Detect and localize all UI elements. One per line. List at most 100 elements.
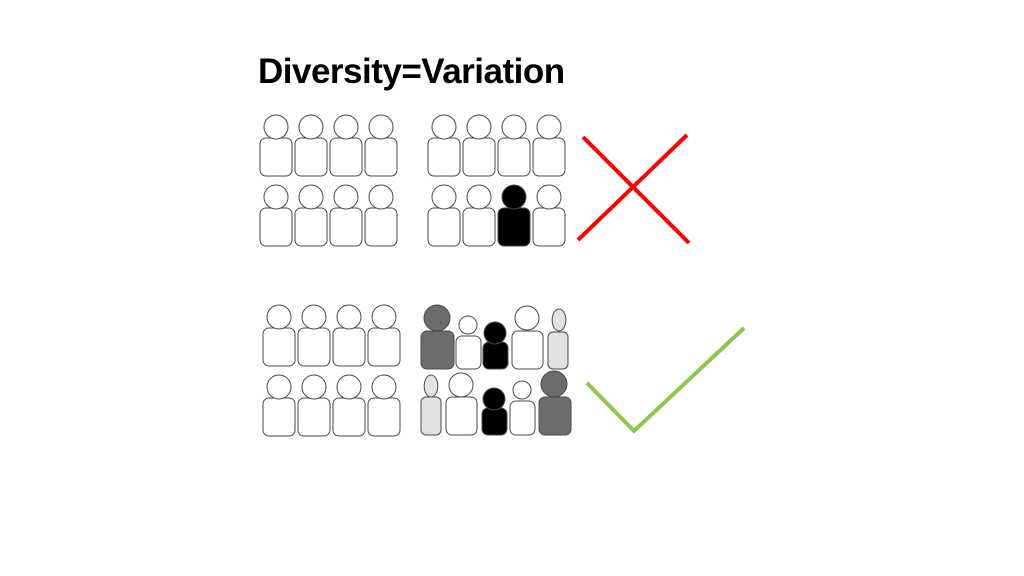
person-body (364, 137, 398, 177)
person-head (501, 114, 527, 140)
person-body (297, 397, 331, 437)
row1-comparison-person-7 (532, 184, 566, 247)
person-head (466, 184, 492, 210)
row2-uniform-person-4 (262, 374, 296, 437)
person-body (547, 331, 569, 370)
row2-diverse-person-3 (511, 305, 544, 370)
person-head (336, 374, 362, 400)
person-head (423, 304, 451, 332)
row1-uniform-person-5 (294, 184, 328, 247)
person-body (532, 137, 566, 177)
person-body (420, 330, 455, 370)
person-head (514, 305, 540, 331)
row1-comparison-person-2 (497, 114, 531, 177)
person-body (462, 207, 496, 247)
person-body (481, 407, 508, 436)
person-head (448, 372, 474, 398)
slide-title: Diversity=Variation (258, 52, 565, 91)
row1-comparison-person-3 (532, 114, 566, 177)
row2-diverse-person-6 (445, 372, 478, 436)
person-head (333, 114, 359, 140)
row2-diverse-person-4 (547, 308, 569, 370)
row1-comparison-person-0 (427, 114, 461, 177)
person-body (364, 207, 398, 247)
row1-uniform-person-3 (364, 114, 398, 177)
person-body (509, 400, 536, 436)
row1-comparison-person-5 (462, 184, 496, 247)
row2-diverse-person-9 (538, 370, 572, 436)
row2-diverse-person-1 (455, 315, 482, 370)
checkmark-icon (585, 326, 746, 434)
person-body (367, 397, 401, 437)
row2-uniform-person-3 (367, 304, 401, 367)
person-head (266, 374, 292, 400)
row1-uniform-person-1 (294, 114, 328, 177)
person-body (455, 335, 482, 370)
person-head (263, 114, 289, 140)
person-body (332, 397, 366, 437)
person-body (329, 137, 363, 177)
person-head (298, 114, 324, 140)
person-body (420, 396, 442, 436)
person-head (483, 321, 507, 345)
person-head (333, 184, 359, 210)
person-body (259, 137, 293, 177)
person-body (294, 207, 328, 247)
person-head (501, 184, 527, 210)
person-body (538, 396, 572, 436)
row2-diverse-person-5 (420, 374, 442, 436)
person-head (371, 374, 397, 400)
person-body (445, 396, 478, 436)
person-body (294, 137, 328, 177)
cross-icon (576, 133, 691, 245)
person-head (423, 374, 439, 398)
person-head (298, 184, 324, 210)
checkmark-stroke (585, 326, 746, 434)
row2-uniform-person-5 (297, 374, 331, 437)
row2-uniform-person-2 (332, 304, 366, 367)
person-body (427, 137, 461, 177)
person-body (262, 327, 296, 367)
person-head (512, 380, 532, 400)
row1-comparison-person-6 (497, 184, 531, 247)
person-body (329, 207, 363, 247)
row1-uniform-person-4 (259, 184, 293, 247)
person-head (482, 387, 506, 411)
row1-uniform-person-2 (329, 114, 363, 177)
person-head (431, 184, 457, 210)
person-head (301, 374, 327, 400)
people-figures (259, 114, 572, 437)
row2-diverse-person-2 (482, 321, 509, 370)
person-head (371, 304, 397, 330)
row1-comparison-person-1 (462, 114, 496, 177)
row2-diverse-person-7 (481, 387, 508, 436)
person-body (497, 137, 531, 177)
row2-uniform-person-7 (367, 374, 401, 437)
row1-uniform-person-7 (364, 184, 398, 247)
person-body (532, 207, 566, 247)
person-head (536, 114, 562, 140)
person-body (262, 397, 296, 437)
person-body (462, 137, 496, 177)
person-body (482, 341, 509, 370)
person-body (497, 207, 531, 247)
person-head (368, 114, 394, 140)
row2-uniform-person-0 (262, 304, 296, 367)
row2-uniform-person-1 (297, 304, 331, 367)
person-head (263, 184, 289, 210)
person-head (431, 114, 457, 140)
person-head (368, 184, 394, 210)
person-body (259, 207, 293, 247)
person-head (336, 304, 362, 330)
person-head (551, 308, 567, 332)
person-head (540, 370, 568, 398)
row2-diverse-person-0 (420, 304, 455, 370)
person-body (427, 207, 461, 247)
row1-uniform-person-0 (259, 114, 293, 177)
row2-diverse-person-8 (509, 380, 536, 436)
person-body (297, 327, 331, 367)
person-head (536, 184, 562, 210)
person-head (266, 304, 292, 330)
